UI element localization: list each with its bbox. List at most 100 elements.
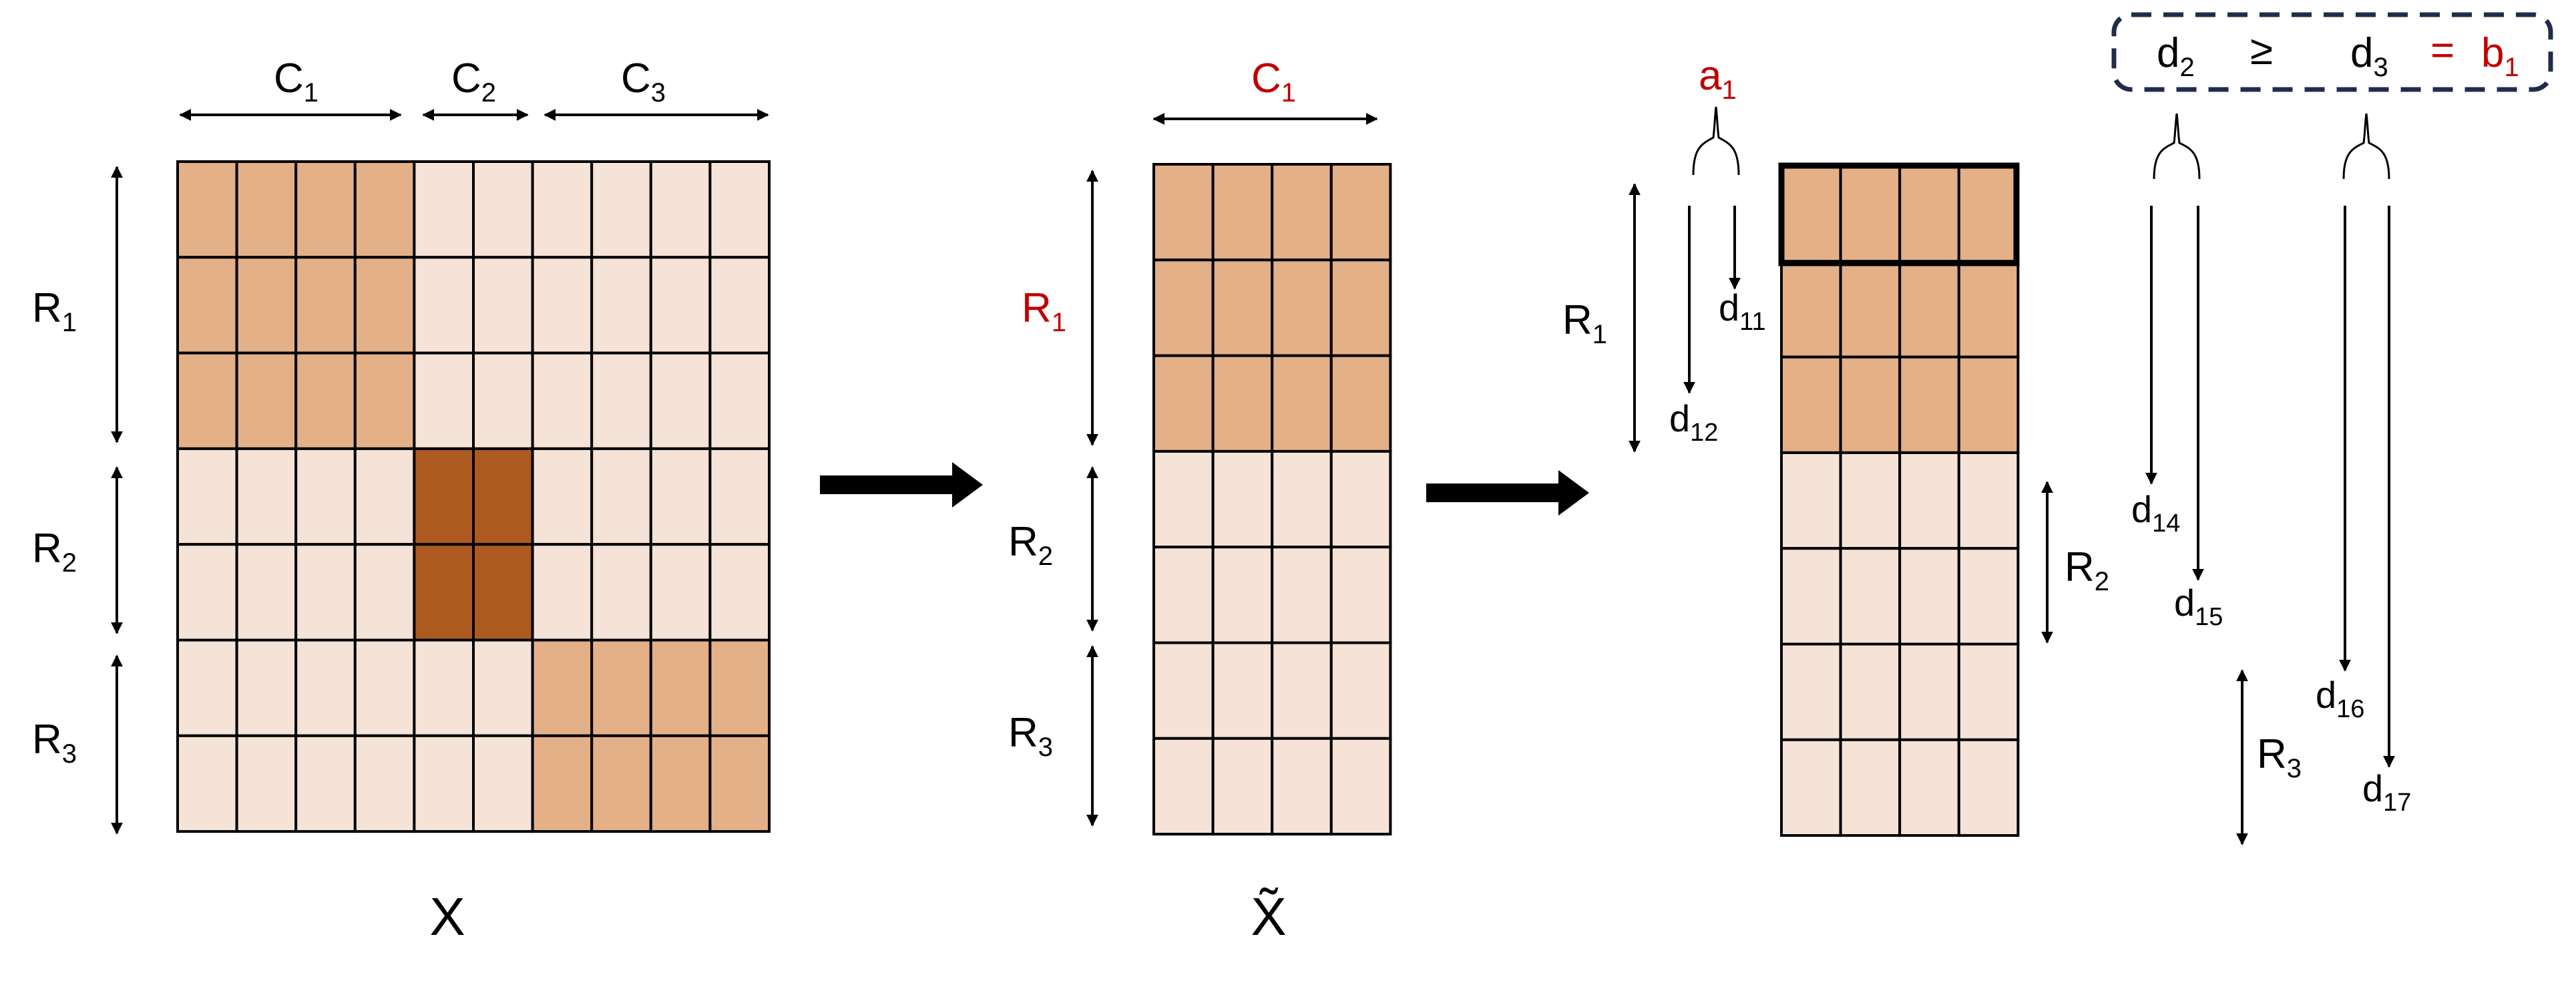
matrix-x-tilde-cell-5-0 bbox=[1152, 641, 1215, 740]
matrix-x-cell-6-7 bbox=[590, 734, 652, 833]
matrix-x-tilde-cell-2-3 bbox=[1329, 354, 1392, 453]
d14-label: d14 bbox=[2131, 488, 2180, 538]
matrix-x-tilde-cell-6-0 bbox=[1152, 737, 1215, 836]
d15-label: d15 bbox=[2174, 582, 2223, 631]
matrix-x-cell-0-8 bbox=[649, 160, 712, 259]
formula-geq: ≥ bbox=[2250, 27, 2273, 73]
matrix-x-cell-2-9 bbox=[708, 351, 771, 450]
first-row-highlight-box bbox=[1778, 162, 2020, 266]
matrix-x-cell-5-3 bbox=[353, 638, 416, 737]
matrix-x-cell-3-2 bbox=[294, 447, 357, 546]
d2-brace-icon bbox=[2153, 113, 2201, 180]
matrix-x-tilde-cell-2-0 bbox=[1152, 354, 1215, 453]
matrix-x-row-label-3: R3 bbox=[32, 717, 77, 769]
matrix-x-cell-2-5 bbox=[472, 351, 534, 450]
matrix-third-cell-5-1 bbox=[1839, 642, 1902, 741]
matrix-x-cell-1-3 bbox=[353, 256, 416, 355]
matrix-x-cell-1-7 bbox=[590, 256, 652, 355]
matrix-x-cell-1-4 bbox=[413, 256, 475, 355]
formula-dashed-box bbox=[2111, 12, 2553, 92]
matrix-third-cell-4-3 bbox=[1957, 547, 2020, 646]
matrix-x-cell-1-0 bbox=[176, 256, 238, 355]
matrix-x-tilde-cell-1-3 bbox=[1329, 258, 1392, 357]
matrix-x-cell-6-4 bbox=[413, 734, 475, 833]
matrix-x-cell-5-2 bbox=[294, 638, 357, 737]
d11-label: d11 bbox=[1719, 286, 1766, 336]
matrix-x-cell-0-7 bbox=[590, 160, 652, 259]
matrix-x-cell-6-5 bbox=[472, 734, 534, 833]
matrix-x-cell-0-9 bbox=[708, 160, 771, 259]
matrix-x-cell-5-6 bbox=[531, 638, 594, 737]
matrix-x-cell-1-6 bbox=[531, 256, 594, 355]
matrix-third-cell-1-2 bbox=[1898, 260, 1960, 359]
matrix-x-cell-3-8 bbox=[649, 447, 712, 546]
matrix-x-cell-4-8 bbox=[649, 543, 712, 642]
matrix-x-cell-3-4 bbox=[413, 447, 475, 546]
matrix-x-cell-0-0 bbox=[176, 160, 238, 259]
matrix-x-cell-6-0 bbox=[176, 734, 238, 833]
matrix-third-cell-2-1 bbox=[1839, 355, 1902, 454]
matrix-x-cell-0-6 bbox=[531, 160, 594, 259]
matrix-third-cell-4-2 bbox=[1898, 547, 1960, 646]
matrix-x-tilde-grid bbox=[1152, 163, 1392, 836]
matrix-third-cell-6-2 bbox=[1898, 738, 1960, 837]
matrix-third-cell-1-1 bbox=[1839, 260, 1902, 359]
matrix-x-cell-4-3 bbox=[353, 543, 416, 642]
matrix-x-tilde-cell-4-1 bbox=[1211, 546, 1274, 644]
a1-brace-icon bbox=[1692, 106, 1740, 176]
matrix-x-cell-5-7 bbox=[590, 638, 652, 737]
matrix-x-cell-4-0 bbox=[176, 543, 238, 642]
matrix-x-tilde-label: X̃ bbox=[1251, 887, 1286, 946]
matrix-x-cell-0-5 bbox=[472, 160, 534, 259]
matrix-third-cell-6-0 bbox=[1780, 738, 1842, 837]
matrix-x-cell-1-1 bbox=[235, 256, 298, 355]
matrix-x-tilde-cell-3-3 bbox=[1329, 449, 1392, 549]
matrix-third-cell-3-0 bbox=[1780, 451, 1842, 550]
matrix-x-cell-1-9 bbox=[708, 256, 771, 355]
matrix-x-tilde-cell-3-2 bbox=[1271, 449, 1333, 549]
matrix-x-tilde-cell-2-1 bbox=[1211, 354, 1274, 453]
matrix-third-cell-0-0 bbox=[1780, 164, 1842, 263]
matrix-x-cell-3-9 bbox=[708, 447, 771, 546]
matrix-x-cell-3-0 bbox=[176, 447, 238, 546]
matrix-third-cell-5-2 bbox=[1898, 642, 1960, 741]
matrix-x-tilde-row-label-3: R3 bbox=[1008, 710, 1053, 762]
matrix-x-cell-3-7 bbox=[590, 447, 652, 546]
matrix-x-cell-4-5 bbox=[472, 543, 534, 642]
matrix-x-col-label-3: C3 bbox=[621, 55, 666, 108]
matrix-x-cell-0-3 bbox=[353, 160, 416, 259]
matrix-third-cell-4-1 bbox=[1839, 547, 1902, 646]
matrix-x-cell-2-6 bbox=[531, 351, 594, 450]
matrix-x-tilde-cell-0-2 bbox=[1271, 163, 1333, 262]
matrix-x-cell-1-8 bbox=[649, 256, 712, 355]
matrix-x-cell-2-4 bbox=[413, 351, 475, 450]
matrix-third-cell-1-0 bbox=[1780, 260, 1842, 359]
matrix-x-tilde-cell-6-3 bbox=[1329, 737, 1392, 836]
matrix-x-tilde-cell-3-1 bbox=[1211, 449, 1274, 549]
matrix-x-label: X bbox=[429, 887, 465, 946]
matrix-third-cell-0-1 bbox=[1839, 164, 1902, 263]
matrix-x-cell-6-6 bbox=[531, 734, 594, 833]
d12-label: d12 bbox=[1669, 397, 1718, 447]
matrix-third-row-label-1: R1 bbox=[1562, 297, 1607, 349]
matrix-x-cell-6-9 bbox=[708, 734, 771, 833]
matrix-x-row-label-1: R1 bbox=[32, 285, 77, 337]
matrix-x-cell-6-8 bbox=[649, 734, 712, 833]
d17-label: d17 bbox=[2362, 767, 2411, 817]
matrix-third-cell-3-1 bbox=[1839, 451, 1902, 550]
matrix-x-cell-5-9 bbox=[708, 638, 771, 737]
matrix-x-tilde-cell-0-3 bbox=[1329, 163, 1392, 262]
formula-b1: b1 bbox=[2481, 30, 2519, 82]
matrix-x-cell-4-9 bbox=[708, 543, 771, 642]
matrix-x-tilde-cell-1-1 bbox=[1211, 258, 1274, 357]
matrix-x-tilde-cell-2-2 bbox=[1271, 354, 1333, 453]
matrix-x-cell-4-2 bbox=[294, 543, 357, 642]
matrix-x-cell-5-4 bbox=[413, 638, 475, 737]
matrix-x-tilde-cell-6-1 bbox=[1211, 737, 1274, 836]
matrix-third-cell-4-0 bbox=[1780, 547, 1842, 646]
matrix-x-row-label-2: R2 bbox=[32, 526, 77, 578]
d3-brace-icon bbox=[2342, 113, 2390, 180]
matrix-third-cell-3-3 bbox=[1957, 451, 2020, 550]
matrix-x-cell-2-2 bbox=[294, 351, 357, 450]
